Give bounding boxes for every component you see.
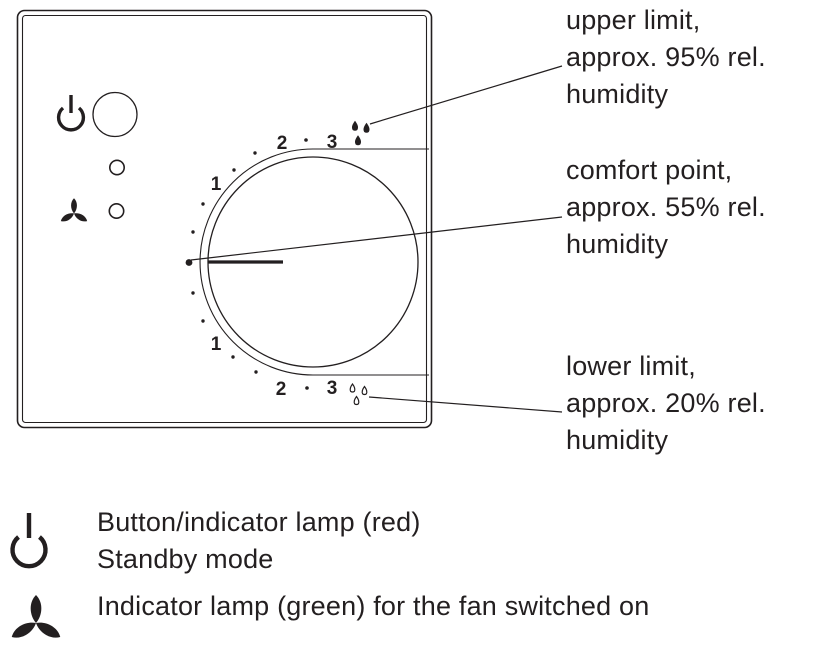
annotation-comfort-point: comfort point, approx. 55% rel. humidity [566, 152, 766, 263]
scale-label-2-top: 2 [277, 133, 288, 154]
legend-fan: Indicator lamp (green) for the fan switc… [97, 588, 649, 625]
annotation-upper-limit: upper limit, approx. 95% rel. humidity [566, 2, 766, 113]
dial-recess-arc [199, 148, 314, 376]
scale-dots [191, 138, 309, 390]
scale-label-3-bottom: 3 [327, 378, 338, 399]
annotation-upper-limit-line2: approx. 95% rel. [566, 42, 766, 72]
panel-outer-frame [16, 9, 433, 429]
power-icon [10, 513, 48, 569]
legend-standby-line2: Standby mode [97, 544, 274, 574]
leader-line-upper-limit [369, 65, 563, 125]
annotation-lower-limit-line1: lower limit, [566, 351, 696, 381]
droplets-outline-icon [349, 383, 368, 406]
legend-standby: Button/indicator lamp (red) Standby mode [97, 504, 421, 578]
leader-line-lower-limit [368, 396, 563, 413]
leader-line-comfort-point [190, 216, 563, 261]
scale-label-1-top: 1 [211, 174, 222, 195]
comfort-point-dot [185, 259, 193, 266]
scale-label-1-bottom: 1 [211, 334, 222, 355]
rotary-dial: 1 2 3 1 2 3 [185, 132, 429, 400]
scale-label-2-bottom: 2 [276, 379, 287, 400]
fan-icon [60, 198, 88, 222]
power-icon [56, 95, 86, 132]
legend-fan-line1: Indicator lamp (green) for the fan switc… [97, 591, 650, 621]
annotation-lower-limit-line2: approx. 20% rel. [566, 388, 766, 418]
annotation-comfort-point-line3: humidity [566, 229, 669, 259]
annotation-lower-limit-line3: humidity [566, 425, 669, 455]
scale-label-3-top: 3 [327, 132, 338, 153]
annotation-upper-limit-line3: humidity [566, 79, 669, 109]
annotation-lower-limit: lower limit, approx. 20% rel. humidity [566, 348, 766, 459]
legend-standby-line1: Button/indicator lamp (red) [97, 507, 421, 537]
panel-inner-frame [21, 14, 428, 424]
fan-icon [11, 595, 61, 638]
indicator-lamp-fan [108, 203, 125, 220]
droplets-filled-icon [351, 120, 370, 146]
device-diagram: 1 2 3 1 2 3 [16, 9, 563, 429]
annotation-comfort-point-line1: comfort point, [566, 155, 733, 185]
indicator-lamp-standby [109, 159, 126, 176]
annotation-comfort-point-line2: approx. 55% rel. [566, 192, 766, 222]
annotation-upper-limit-line1: upper limit, [566, 5, 701, 35]
standby-button [92, 91, 138, 138]
